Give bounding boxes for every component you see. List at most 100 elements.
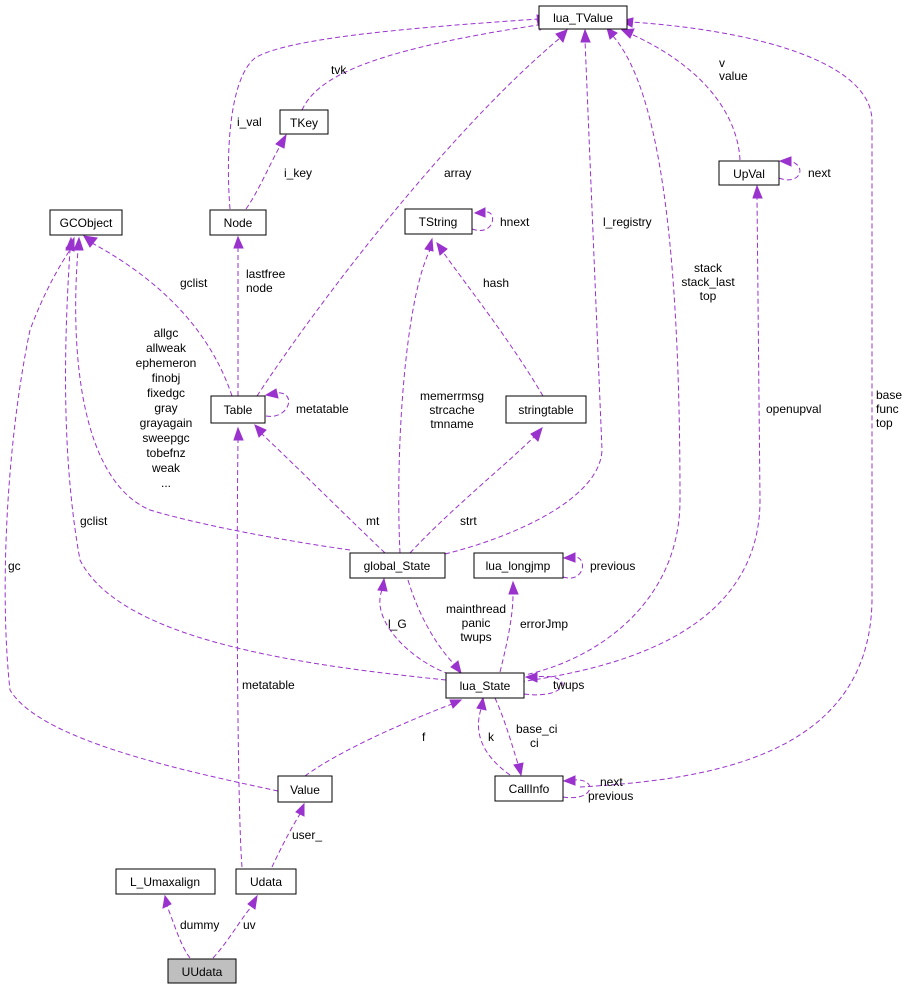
label-node: node xyxy=(246,281,273,295)
node-udata[interactable]: Udata xyxy=(235,868,297,895)
label-ci-previous: previous xyxy=(588,789,633,803)
node-callinfo[interactable]: CallInfo xyxy=(494,775,564,802)
label-mt: mt xyxy=(366,514,380,528)
edge-tstring-self xyxy=(471,207,494,231)
edge-global-gcobject xyxy=(73,236,351,551)
edge-node-tvalue xyxy=(227,14,551,210)
node-stringtable-label: stringtable xyxy=(518,403,574,417)
label-strcache: strcache xyxy=(429,403,475,417)
edge-global-table xyxy=(254,424,386,554)
node-uudata-label: UUdata xyxy=(182,965,223,979)
label-upval-value: value xyxy=(719,69,748,83)
label-i-key: i_key xyxy=(284,166,312,180)
label-grayagain: grayagain xyxy=(140,416,193,430)
edge-udata-table xyxy=(233,426,244,868)
node-lua-state[interactable]: lua_State xyxy=(445,672,525,699)
label-top: top xyxy=(876,416,893,430)
label-k: k xyxy=(488,730,495,744)
label-memerrmsg: memerrmsg xyxy=(420,389,484,403)
label-hash: hash xyxy=(483,276,509,290)
node-stringtable[interactable]: stringtable xyxy=(505,395,587,424)
node-value[interactable]: Value xyxy=(277,775,333,803)
label-user: user_ xyxy=(292,828,322,842)
edge-upval-self xyxy=(778,156,801,181)
label-stack: stack xyxy=(694,261,723,275)
node-table-label: Table xyxy=(224,403,253,417)
node-node[interactable]: Node xyxy=(209,209,267,236)
label-array: array xyxy=(444,166,471,180)
label-ci-next: next xyxy=(600,775,623,789)
label-panic: panic xyxy=(462,616,491,630)
node-value-label: Value xyxy=(290,783,320,797)
edge-state-global xyxy=(377,577,450,675)
edge-global-state xyxy=(407,579,462,675)
edge-global-tvalue xyxy=(444,28,603,555)
label-hnext: hnext xyxy=(500,215,530,229)
node-table[interactable]: Table xyxy=(210,395,266,424)
edge-state-self xyxy=(523,672,563,696)
node-global-state-label: global_State xyxy=(364,559,431,573)
edge-uudata-udata xyxy=(212,894,258,959)
node-lua-tvalue[interactable]: lua_TValue xyxy=(538,5,628,30)
node-upval[interactable]: UpVal xyxy=(718,160,780,186)
edge-udata-value xyxy=(271,802,305,868)
label-base: base xyxy=(876,388,902,402)
node-tkey[interactable]: TKey xyxy=(279,109,329,135)
label-i-val: i_val xyxy=(237,115,262,129)
label-stack-last: stack_last xyxy=(681,275,735,289)
node-tkey-label: TKey xyxy=(290,116,318,130)
node-udata-label: Udata xyxy=(250,875,282,889)
edge-global-tstring xyxy=(398,237,434,554)
node-l-umaxalign[interactable]: L_Umaxalign xyxy=(115,868,216,895)
label-table-gclist: gclist xyxy=(180,276,208,290)
edge-state-longjmp xyxy=(499,580,519,673)
edge-upval-tvalue xyxy=(620,28,741,161)
label-state-gclist: gclist xyxy=(80,514,108,528)
edge-node-tkey xyxy=(245,133,287,210)
label-upval-v: v xyxy=(719,56,725,70)
node-uudata[interactable]: UUdata xyxy=(167,958,237,984)
label-l-registry: l_registry xyxy=(603,215,652,229)
node-node-label: Node xyxy=(224,216,253,230)
label-stack-top: top xyxy=(700,289,717,303)
edge-table-node xyxy=(233,235,244,396)
edge-uudata-umaxalign xyxy=(162,894,191,959)
node-upval-label: UpVal xyxy=(733,167,765,181)
node-global-state[interactable]: global_State xyxy=(349,552,446,579)
label-func: func xyxy=(876,402,899,416)
label-ci: ci xyxy=(530,736,539,750)
edge-stringtable-tstring xyxy=(436,241,544,397)
label-allgc: allgc xyxy=(154,326,179,340)
node-lua-tvalue-label: lua_TValue xyxy=(553,11,613,25)
label-dummy: dummy xyxy=(180,918,219,932)
label-ellipsis: ... xyxy=(161,476,171,490)
label-twups-main: twups xyxy=(460,630,491,644)
label-tvk: tvk xyxy=(331,63,347,77)
label-mainthread: mainthread xyxy=(446,602,506,616)
label-l-g: l_G xyxy=(388,617,407,631)
edge-table-tvalue xyxy=(256,29,568,397)
label-weak: weak xyxy=(151,461,181,475)
label-upval-next: next xyxy=(808,166,831,180)
edge-callinfo-state xyxy=(476,696,511,776)
label-udata-metatable: metatable xyxy=(242,678,295,692)
node-lua-longjmp[interactable]: lua_longjmp xyxy=(473,552,564,579)
node-gcobject[interactable]: GCObject xyxy=(49,209,123,236)
label-previous: previous xyxy=(590,559,635,573)
label-lastfree: lastfree xyxy=(246,267,286,281)
label-tmname: tmname xyxy=(430,417,474,431)
label-allweak: allweak xyxy=(146,341,187,355)
label-base-ci: base_ci xyxy=(516,722,557,736)
edge-state-gcobject xyxy=(65,236,447,681)
label-strt: strt xyxy=(460,514,477,528)
edge-callinfo-tvalue xyxy=(579,17,873,788)
edge-global-stringtable xyxy=(409,426,543,554)
edge-longjmp-self xyxy=(562,552,583,579)
label-finobj: finobj xyxy=(152,371,181,385)
edge-value-state xyxy=(304,699,463,777)
label-errorjmp: errorJmp xyxy=(520,617,568,631)
edge-value-gcobject xyxy=(4,236,279,792)
label-sweepgc: sweepgc xyxy=(142,431,189,445)
node-tstring[interactable]: TString xyxy=(404,208,473,235)
label-gray: gray xyxy=(154,401,177,415)
